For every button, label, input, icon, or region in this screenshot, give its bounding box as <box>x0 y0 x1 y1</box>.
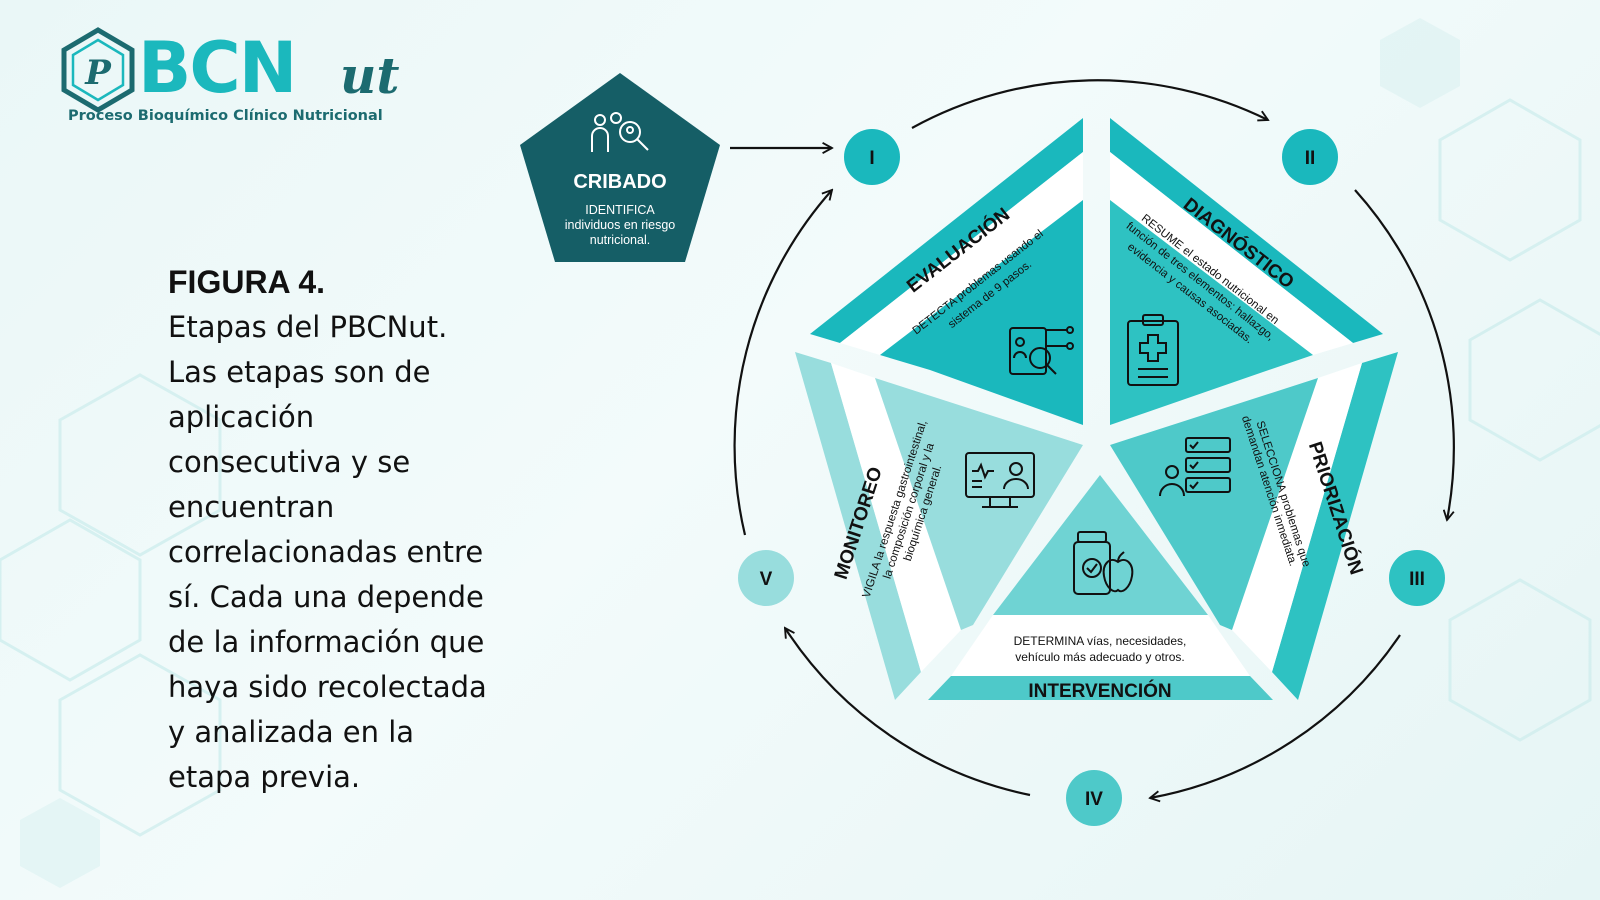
arrow-stage-4-to-5 <box>785 628 1031 797</box>
priorizacion-inner <box>1110 378 1318 630</box>
logo-letter: P <box>84 53 112 93</box>
logo-subtitle: Proceso Bioquímico Clínico Nutricional <box>68 108 383 124</box>
stage-4-badge: IV <box>1066 770 1122 826</box>
intervencion-band <box>928 676 1273 700</box>
stage-2-badge: II <box>1282 129 1338 185</box>
arrow-stage-3-to-4 <box>1150 634 1401 798</box>
monitoreo-white-band <box>831 363 961 672</box>
monitoreo-inner <box>875 378 1083 630</box>
monitor-patient-icon <box>965 452 1035 508</box>
figure-text: Etapas del PBCNut. Las etapas son de apl… <box>168 310 487 794</box>
figure-label: FIGURA 4. <box>168 264 326 300</box>
cribado-title: CRIBADO <box>573 171 666 193</box>
stage-badges: I II III IV V <box>738 129 1445 826</box>
cribado-line-3: nutricional. <box>590 233 650 247</box>
stage-3-numeral: III <box>1409 569 1425 590</box>
stage-1-numeral: I <box>869 148 874 169</box>
stage-5-numeral: V <box>760 569 773 590</box>
people-magnifier-icon <box>591 112 649 152</box>
intervencion-title: INTERVENCIÓN <box>1028 680 1171 702</box>
logo-brand-suffix: ut <box>340 46 400 105</box>
diagnostico-white-band <box>1110 152 1353 355</box>
arrow-stage-1-to-2 <box>911 79 1268 129</box>
logo: P BCN ut Proceso Bioquímico Clínico Nutr… <box>58 22 418 132</box>
logo-brand: BCN <box>138 27 297 109</box>
intervencion-line-2: vehículo más adecuado y otros. <box>1015 650 1184 664</box>
priorizacion-band <box>1272 352 1398 700</box>
stage-3-badge: III <box>1389 550 1445 606</box>
arrow-stage-2-to-3 <box>1354 189 1455 520</box>
supplement-apple-icon <box>1073 531 1134 595</box>
logo-hexagon-mark: P <box>61 27 135 113</box>
stage-intervencion: INTERVENCIÓN DETERMINA vías, necesidades… <box>928 475 1273 702</box>
clipboard-medical-icon <box>1127 314 1179 386</box>
cycle-arrows <box>733 79 1455 798</box>
stage-evaluacion: EVALUACIÓN DETECTA problemas usando el s… <box>810 118 1083 425</box>
intervencion-line-1: DETERMINA vías, necesidades, <box>1014 634 1187 648</box>
figure-caption: FIGURA 4. Etapas del PBCNut. Las etapas … <box>168 264 568 800</box>
stage-2-numeral: II <box>1305 148 1316 169</box>
arrow-stage-5-to-1 <box>733 190 832 536</box>
intervencion-white-band <box>951 615 1250 676</box>
cribado-box: CRIBADO IDENTIFICA individuos en riesgo … <box>520 73 720 262</box>
stage-4-numeral: IV <box>1085 789 1103 810</box>
checklist-person-icon <box>1159 437 1231 497</box>
diagnostic-scan-icon <box>1009 326 1074 375</box>
stage-priorizacion: PRIORIZACIÓN SELECCIONA problemas que de… <box>1110 352 1398 700</box>
stage-diagnostico: DIAGNÓSTICO RESUME el estado nutricional… <box>1110 118 1383 425</box>
evaluacion-white-band <box>840 152 1083 355</box>
priorizacion-white-band <box>1232 363 1362 672</box>
evaluacion-inner <box>880 200 1083 425</box>
intervencion-inner <box>993 475 1208 615</box>
cribado-line-1: IDENTIFICA <box>585 203 655 217</box>
stage-1-badge: I <box>844 129 900 185</box>
stage-5-badge: V <box>738 550 794 606</box>
evaluacion-band <box>810 118 1083 343</box>
cribado-line-2: individuos en riesgo <box>565 218 676 232</box>
cribado-pentagon <box>520 73 720 262</box>
diagnostico-band <box>1110 118 1383 343</box>
monitoreo-band <box>795 352 921 700</box>
